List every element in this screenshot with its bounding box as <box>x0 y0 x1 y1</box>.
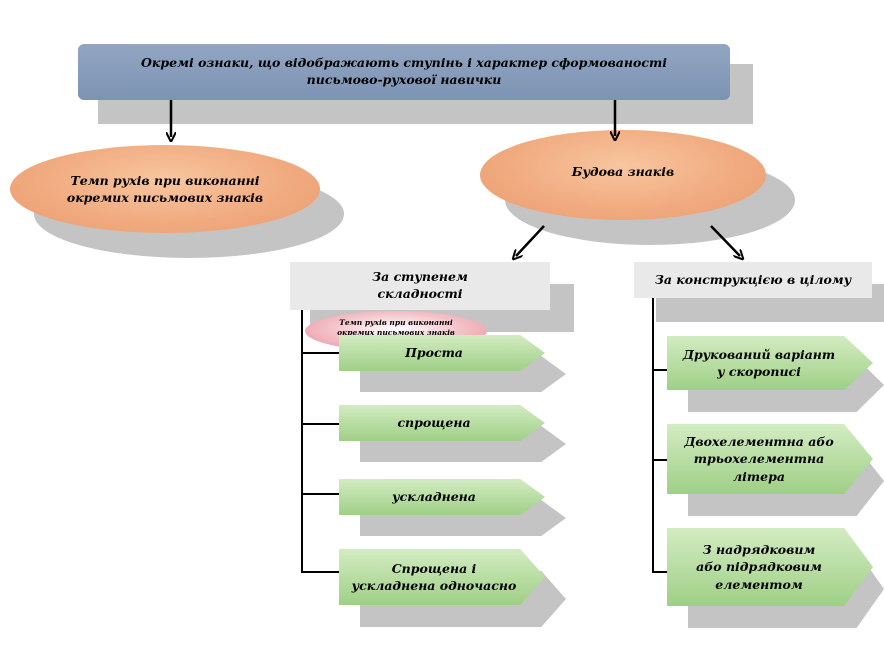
node-tempo: Темп рухів при виконанні окремих письмов… <box>10 145 320 233</box>
arrow-budova-to-right <box>710 225 740 256</box>
left-tick-2 <box>301 423 341 425</box>
overlay-ellipse-label: Темп рухів при виконанні окремих письмов… <box>337 318 455 337</box>
left-leaf-1-label: Проста <box>405 345 463 361</box>
right-leaf-1-label: Друкований варіант у скорописі <box>682 346 836 380</box>
left-branch-header: За ступенем складності <box>290 262 550 310</box>
node-tempo-label: Темп рухів при виконанні окремих письмов… <box>66 172 264 206</box>
right-tick-2 <box>652 459 668 461</box>
left-leaf-2-label: спрощена <box>397 415 471 431</box>
right-tick-3 <box>652 571 668 573</box>
right-leaf-1: Друкований варіант у скорописі <box>667 336 873 390</box>
left-tick-3 <box>301 493 341 495</box>
left-tick-4 <box>301 571 341 573</box>
left-leaf-4-label: Спрощена і ускладнена одночасно <box>351 560 517 594</box>
right-branch-header: За конструкцією в цілому <box>634 262 872 298</box>
left-leaf-4: Спрощена і ускладнена одночасно <box>339 549 545 605</box>
left-leaf-3: ускладнена <box>339 479 545 515</box>
right-leaf-2-label: Двохелементна або трьохелементна літера <box>684 433 834 484</box>
left-vertical-line <box>301 310 303 573</box>
left-leaf-2: спрощена <box>339 405 545 441</box>
left-leaf-1: Проста <box>339 335 545 371</box>
root-node-label: Окремі ознаки, що відображають ступінь і… <box>141 55 667 87</box>
right-tick-1 <box>652 369 668 371</box>
root-node: Окремі ознаки, що відображають ступінь і… <box>78 44 730 100</box>
right-leaf-3: З надрядковим або підрядковим елементом <box>667 528 873 606</box>
arrow-budova-to-left <box>516 225 545 256</box>
left-leaf-3-label: ускладнена <box>392 489 476 505</box>
right-leaf-3-label: З надрядковим або підрядковим елементом <box>696 541 822 592</box>
right-leaf-2: Двохелементна або трьохелементна літера <box>667 424 873 494</box>
left-branch-header-label: За ступенем складності <box>372 269 468 301</box>
node-budova-label: Будова знаків <box>571 164 675 179</box>
right-branch-header-label: За конструкцією в цілому <box>654 271 852 287</box>
node-budova: Будова знаків <box>480 130 766 220</box>
left-tick-1 <box>301 352 341 354</box>
right-vertical-line <box>652 298 654 573</box>
